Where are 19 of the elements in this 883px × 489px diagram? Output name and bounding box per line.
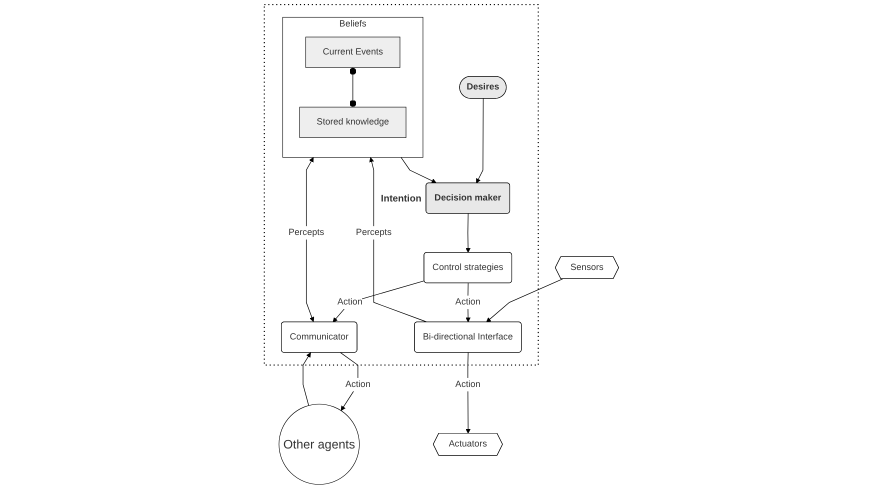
arrow [369,157,427,322]
edge-label: Action [455,380,480,390]
edge-label: Percepts [356,228,392,238]
arrow [400,157,436,184]
edge-label: Action [337,297,362,307]
connector [349,67,356,108]
node-box: Current Events [305,36,400,68]
edge-label: Action [345,380,370,390]
node-circle: Other agents [278,404,360,485]
arrow [332,280,425,322]
node-box: Stored knowledge [299,106,406,138]
edge-label: Action [455,297,480,307]
arrow [466,213,471,253]
arrow [486,278,563,322]
arrow [302,352,311,406]
edge-label: Percepts [288,228,324,238]
node-caption: Intention [380,194,422,204]
arrow [476,98,484,184]
arrow [306,157,314,322]
